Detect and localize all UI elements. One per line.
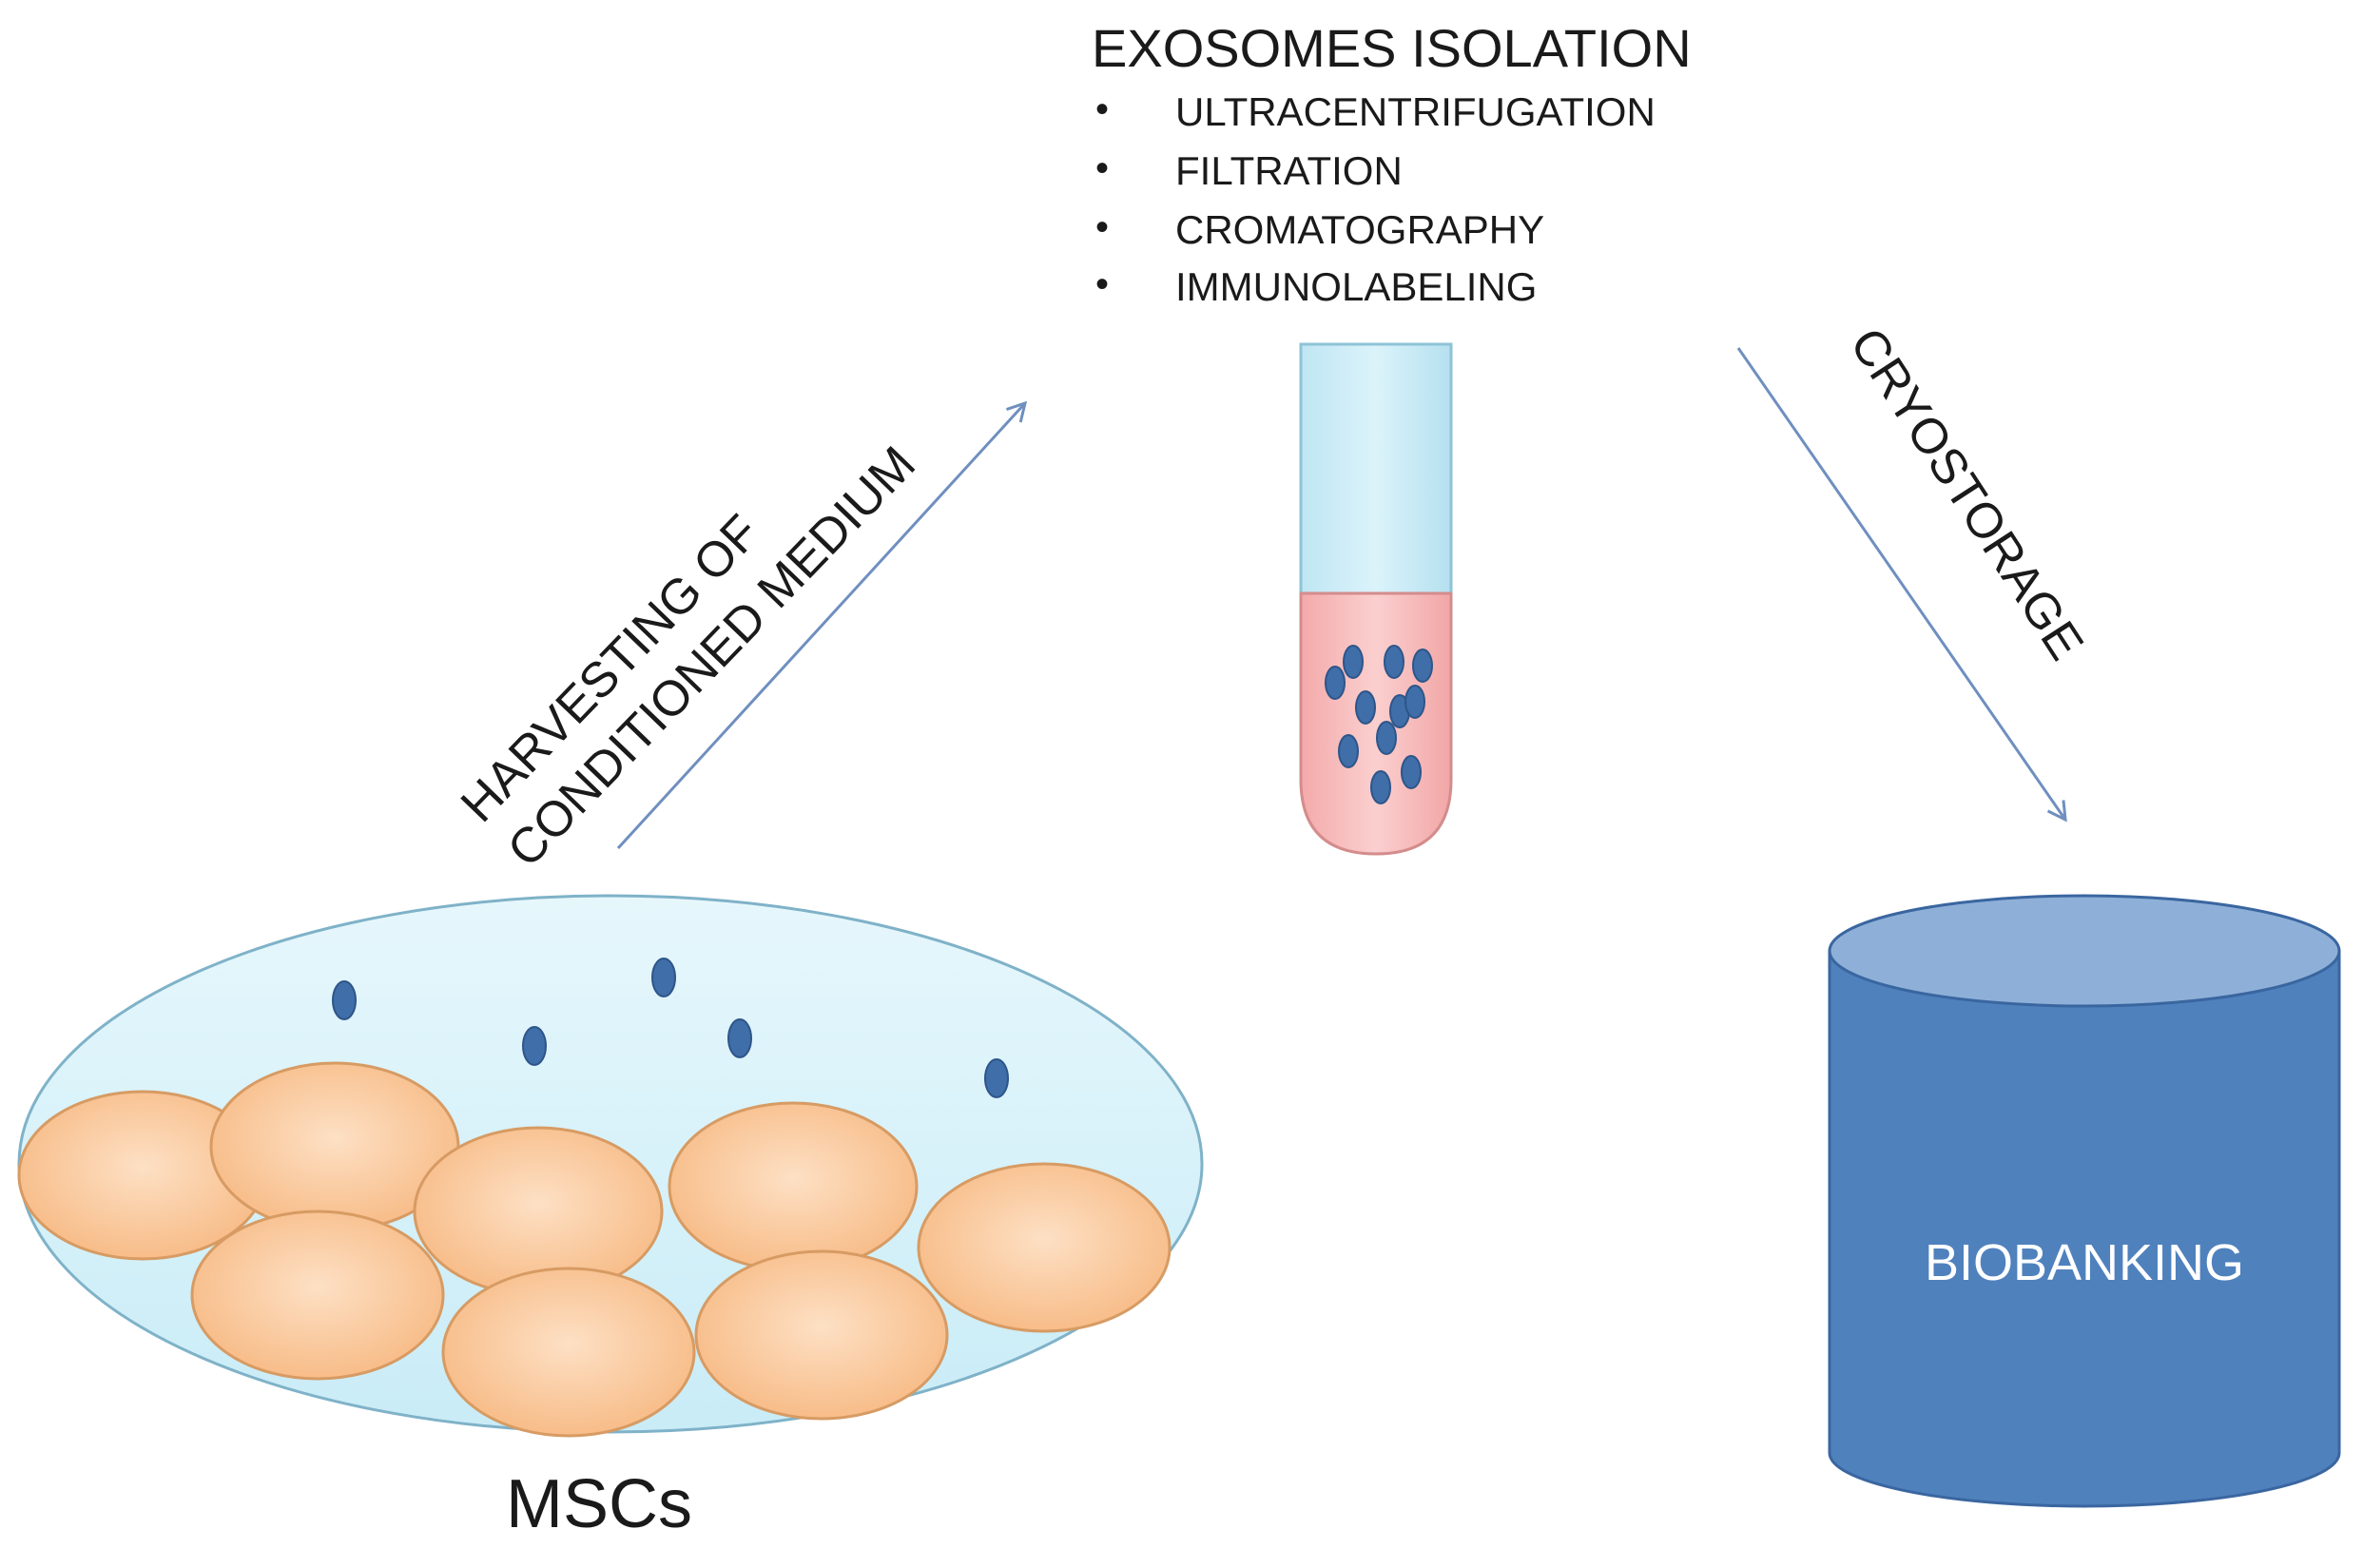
- method-item: IMMUNOLABELING: [1175, 264, 1537, 309]
- cryostorage-label-group: CRYOSTORAGE: [1839, 319, 2094, 669]
- method-item: FILTRATION: [1175, 148, 1403, 193]
- harvest-label-line2: CONDITIONED MEDIUM: [497, 436, 926, 878]
- cell: [668, 1101, 919, 1272]
- cryostorage-arrow: [1736, 347, 2067, 823]
- method-item: ULTRACENTRIFUGATION: [1175, 89, 1656, 134]
- harvest-arrow: [616, 400, 1028, 850]
- isolation-methods-list: • ULTRACENTRIFUGATION • FILTRATION • CRO…: [1095, 88, 1656, 309]
- exosome-cluster: [1325, 645, 1433, 804]
- isolation-section: EXOSOMES ISOLATION • ULTRACENTRIFUGATION…: [1092, 18, 1692, 309]
- test-tube-icon: [1299, 342, 1453, 856]
- cell: [694, 1249, 949, 1421]
- isolation-title: EXOSOMES ISOLATION: [1092, 18, 1692, 78]
- msc-label: MSCs: [506, 1466, 692, 1542]
- bullet-icon: •: [1095, 206, 1109, 248]
- medium-exosomes: [332, 958, 1009, 1098]
- biobank-label: BIOBANKING: [1925, 1234, 2244, 1291]
- bullet-icon: •: [1095, 88, 1109, 130]
- biobank-cylinder-icon: BIOBANKING: [1828, 894, 2341, 1508]
- bullet-icon: •: [1095, 263, 1109, 305]
- cell: [190, 1210, 445, 1381]
- msc-cells: [17, 1061, 1172, 1438]
- harvest-label: HARVESTING OF CONDITIONED MEDIUM: [451, 436, 926, 878]
- cryostorage-label: CRYOSTORAGE: [1839, 319, 2094, 669]
- cell: [917, 1162, 1172, 1333]
- method-item: CROMATOGRAPHY: [1175, 207, 1544, 252]
- petri-dish: [17, 894, 1204, 1438]
- bullet-icon: •: [1095, 147, 1109, 189]
- cell: [441, 1267, 696, 1438]
